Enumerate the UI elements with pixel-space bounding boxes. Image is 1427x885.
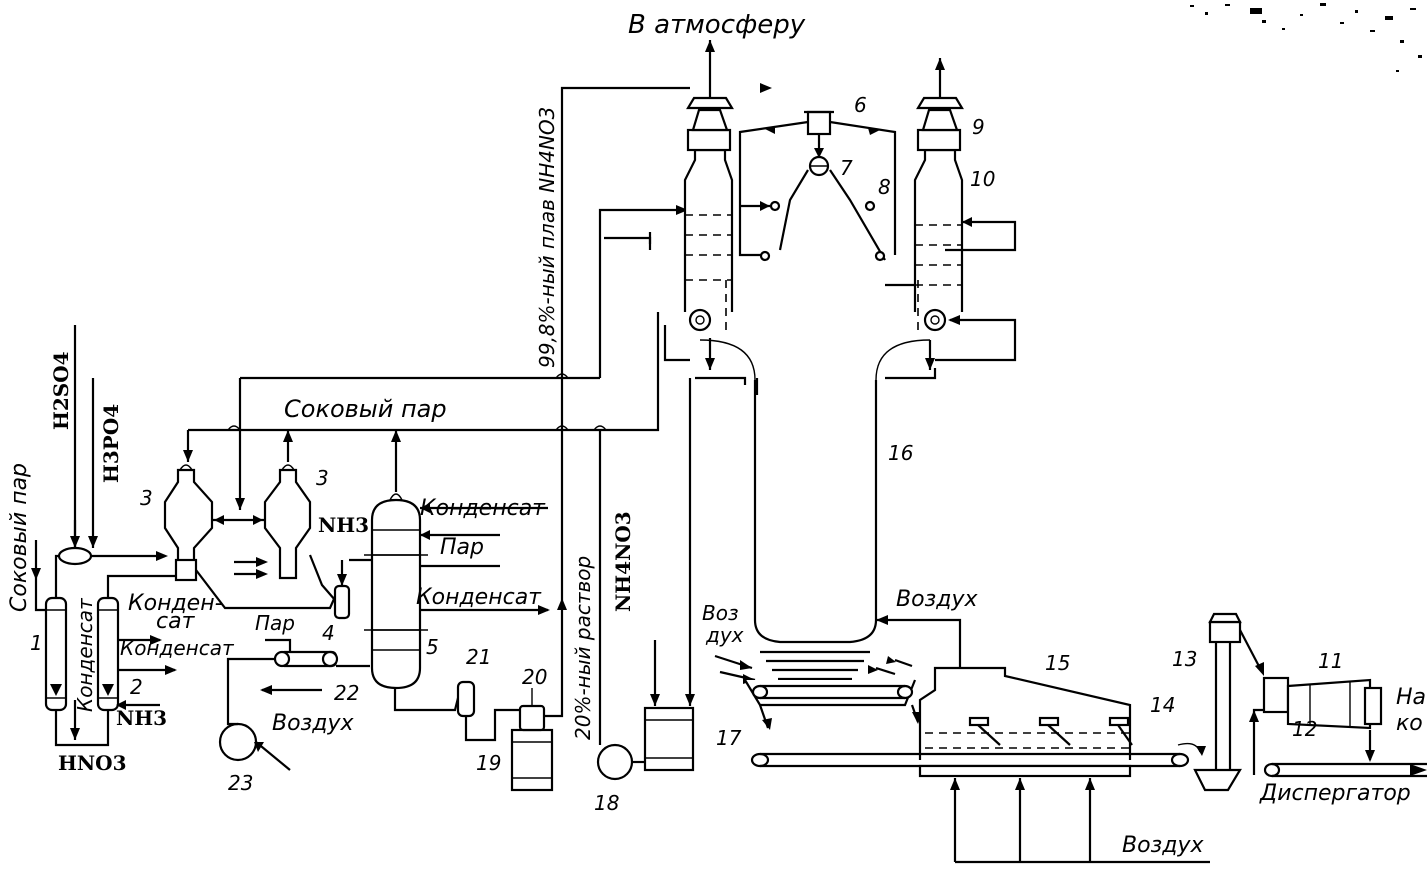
equipment-18-pump <box>596 743 645 781</box>
number-15: 15 <box>1045 651 1070 675</box>
equipment-13-elevator <box>1193 612 1264 792</box>
equipment-8-sprayers <box>740 200 915 287</box>
label-solution: 20%-ный раствор <box>571 556 595 740</box>
label-solution-nh4no3: NH4NO3 <box>611 511 635 612</box>
number-14: 14 <box>1150 693 1175 717</box>
label-air-2: Воздух <box>896 587 978 612</box>
number-12: 12 <box>1292 717 1317 741</box>
equipment-15-fluid-bed-cooler <box>918 666 1133 760</box>
number-11: 11 <box>1318 649 1343 673</box>
label-hno3: HNO3 <box>58 751 127 775</box>
label-condensate-vertical: Конденсат <box>73 597 97 712</box>
equipment-21-filter <box>456 680 520 742</box>
number-3-right: 3 <box>316 466 329 490</box>
label-juice-steam-left: Соковый пар <box>7 463 32 612</box>
mixer <box>57 546 93 566</box>
number-5: 5 <box>426 635 439 659</box>
label-air-4b: дух <box>705 623 744 647</box>
number-10: 10 <box>970 167 995 191</box>
equipment-6-separator <box>738 110 897 257</box>
number-7: 7 <box>840 156 853 180</box>
label-nh3-top: NH3 <box>318 513 369 537</box>
label-condensate-2: Конденсат <box>120 636 235 660</box>
conveyor-under-tower <box>744 679 922 730</box>
equipment-1-heat-exchanger <box>44 596 68 712</box>
label-condensate-4: Конденсат <box>416 585 542 610</box>
equipment-11-drum <box>1249 676 1383 775</box>
equipment-7-pump <box>778 155 886 261</box>
equipment-19-tank <box>510 728 554 792</box>
equipment-12-conveyor <box>1263 762 1427 778</box>
label-h3po4: H3PO4 <box>99 404 123 483</box>
equipment-14-conveyor <box>750 742 1206 778</box>
label-air-3: Воздух <box>1122 833 1204 858</box>
number-21: 21 <box>466 645 491 669</box>
equipment-5-column <box>364 493 428 690</box>
label-condensate-3: Конденсат <box>420 496 546 521</box>
label-air-1: Воздух <box>272 711 354 736</box>
number-17: 17 <box>716 726 742 750</box>
equipment-20-pump <box>518 688 546 732</box>
number-1: 1 <box>30 631 43 655</box>
number-8: 8 <box>878 175 891 199</box>
label-juice-steam: Соковый пар <box>284 395 447 423</box>
left-scrubber <box>663 40 747 385</box>
number-3-left: 3 <box>140 486 153 510</box>
label-h2so4: H2SO4 <box>49 351 73 430</box>
right-scrubber <box>885 58 1017 380</box>
number-23: 23 <box>228 771 253 795</box>
label-out-b: ко <box>1396 711 1423 736</box>
number-16: 16 <box>888 441 913 465</box>
scan-noise <box>1190 3 1422 72</box>
equipment-23-blower <box>218 657 291 771</box>
number-19: 19 <box>476 751 501 775</box>
number-13: 13 <box>1172 647 1197 671</box>
equipment-3-evaporator-left <box>163 464 214 582</box>
equipment-17-tank <box>643 378 695 772</box>
equipment-3-evaporator-right <box>234 464 312 580</box>
number-6: 6 <box>854 93 867 117</box>
number-2: 2 <box>130 675 143 699</box>
number-4: 4 <box>322 621 335 645</box>
equipment-4-neutralizer <box>308 554 351 620</box>
label-nh3-bottom: NH3 <box>116 706 167 730</box>
number-18: 18 <box>594 791 619 815</box>
equipment-16-prilling-tower <box>699 339 931 681</box>
number-20: 20 <box>522 665 547 689</box>
label-out-a: На <box>1396 685 1426 710</box>
label-dispergator: Диспергатор <box>1259 781 1411 806</box>
label-melt: 99,8%-ный плав NH4NO3 <box>535 107 559 368</box>
label-condensate-1b: сат <box>156 609 196 634</box>
label-atmosphere: В атмосферу <box>628 10 806 40</box>
number-9: 9 <box>972 115 985 139</box>
equipment-2-heat-exchanger <box>96 596 120 712</box>
number-22: 22 <box>334 681 359 705</box>
label-steam-1: Пар <box>440 535 484 560</box>
label-air-4a: Воз <box>702 601 739 625</box>
label-condensate-1: Конден- <box>128 591 223 616</box>
label-steam-2: Пар <box>255 611 295 635</box>
